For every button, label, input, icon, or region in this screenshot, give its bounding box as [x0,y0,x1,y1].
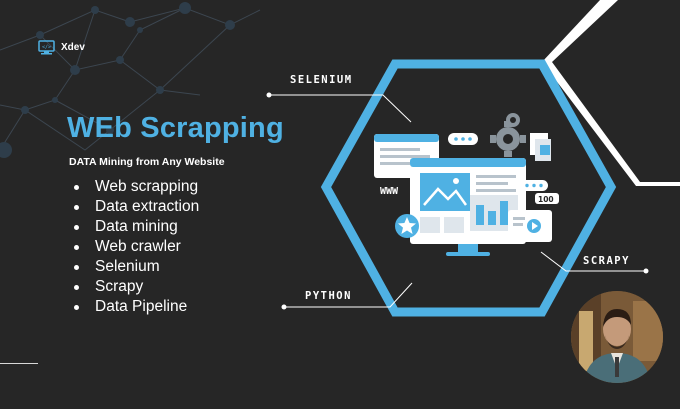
divider-line [0,363,38,364]
svg-text:</>: </> [42,45,51,51]
bullet-dot [74,225,79,230]
page-subtitle: DATA Mining from Any Website [69,156,225,168]
feature-item: Data extraction [74,197,199,217]
bullet-dot [74,205,79,210]
network-background-decoration [0,2,261,158]
python-label: PYTHON [305,290,352,302]
brand-logo: </> Xdev [38,40,85,55]
feature-item: Scrapy [74,277,199,297]
chat-bubble-right-icon [520,180,548,191]
document-stack-icon [530,133,551,161]
www-tag: WWW [378,184,410,197]
chat-bubble-icon [448,133,478,145]
feature-list: Web scrapping Data extraction Data minin… [74,177,199,317]
www-label: WWW [380,186,399,197]
video-player-icon [508,210,552,242]
feature-item: Data Pipeline [74,297,199,317]
scrapy-label: SCRAPY [583,255,630,267]
gear-icon [490,113,526,157]
brand-name: Xdev [61,42,85,53]
bullet-dot [74,185,79,190]
bullet-dot [74,245,79,250]
counter-badge: 100 [535,193,559,204]
star-icon [395,214,419,238]
corner-stripe-decoration [542,0,680,186]
avatar [571,291,663,383]
bullet-dot [74,265,79,270]
monitor-code-icon: </> [38,40,55,55]
bullet-dot [74,305,79,310]
feature-item: Data mining [74,217,199,237]
avatar-portrait [571,291,663,383]
hexagon-frame [320,59,617,317]
bullet-dot [74,285,79,290]
monitor-illustration [410,158,526,256]
page-title: WEb Scrapping [67,112,284,144]
feature-item: Selenium [74,257,199,277]
feature-item: Web crawler [74,237,199,257]
feature-item: Web scrapping [74,177,199,197]
selenium-label: SELENIUM [290,74,353,86]
counter-value: 100 [538,195,554,204]
hexagon-illustration: WWW 100 [320,59,617,317]
